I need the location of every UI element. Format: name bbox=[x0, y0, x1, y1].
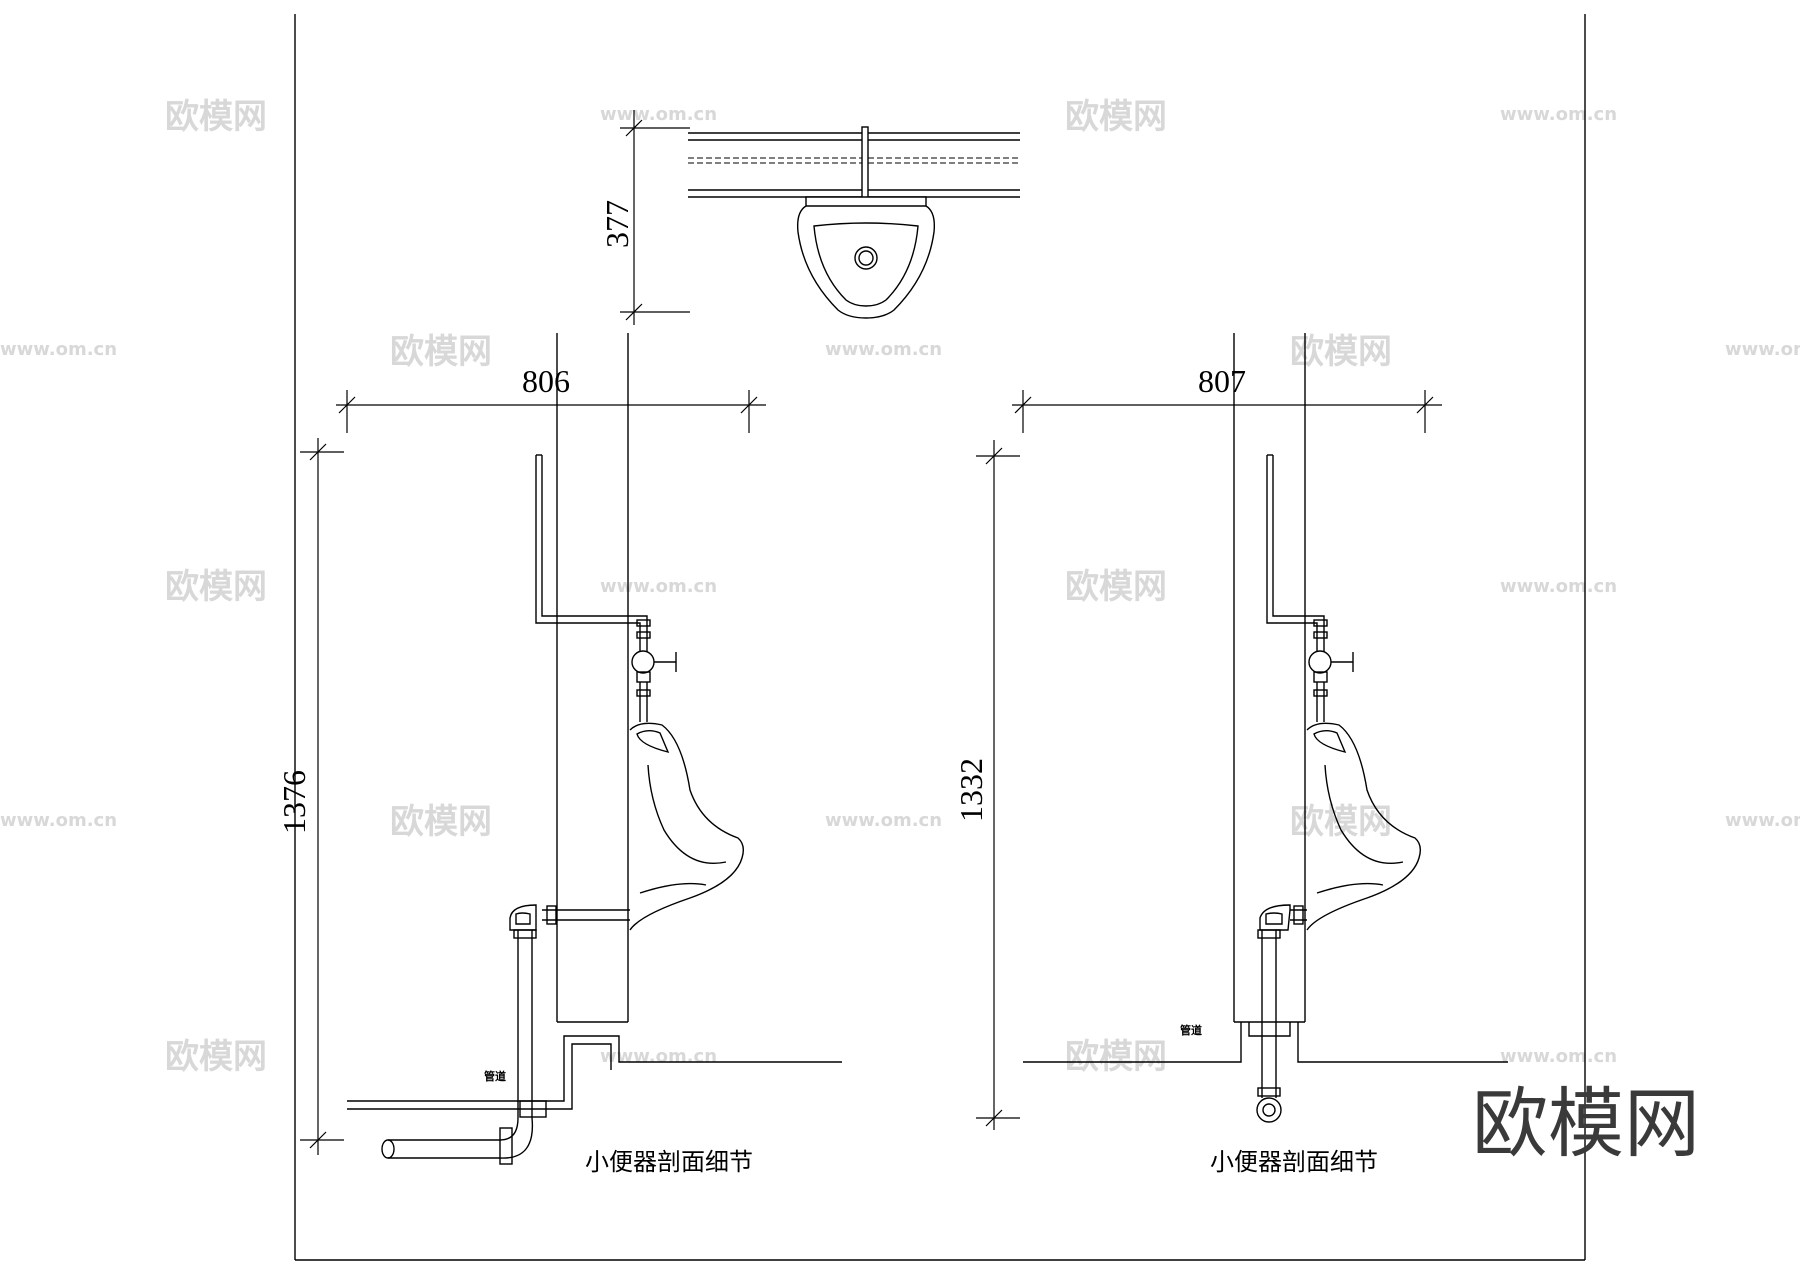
watermark-url: www.om.cn bbox=[0, 810, 117, 831]
plan-view bbox=[688, 126, 1020, 319]
dimension-1332 bbox=[976, 440, 1020, 1130]
watermark-url: www.om.cn bbox=[825, 339, 942, 360]
right-pipe-label: 管道 bbox=[1180, 1023, 1202, 1037]
watermark-url: www.om.cn bbox=[1725, 339, 1800, 360]
left-caption: 小便器剖面细节 bbox=[585, 1148, 753, 1176]
drawing-frame bbox=[294, 14, 1586, 1261]
right-caption: 小便器剖面细节 bbox=[1210, 1148, 1378, 1176]
watermark-url: www.om.cn bbox=[600, 576, 717, 597]
left-width-dimension-label: 806 bbox=[522, 363, 570, 399]
watermark-url: www.om.cn bbox=[1500, 104, 1617, 125]
watermark-url: www.om.cn bbox=[1500, 1046, 1617, 1067]
watermark-cn: 欧模网 bbox=[390, 332, 492, 372]
brand-logo: 欧模网 bbox=[1472, 1079, 1700, 1168]
watermark-cn: 欧模网 bbox=[1290, 802, 1392, 842]
watermark-cn: 欧模网 bbox=[1065, 97, 1167, 137]
watermark-cn: 欧模网 bbox=[1290, 332, 1392, 372]
watermark-url: www.om.cn bbox=[825, 810, 942, 831]
watermark-url: www.om.cn bbox=[600, 1046, 717, 1067]
watermark-layer: 欧模网 www.om.cn 欧模网 www.om.cn www.om.cn 欧模… bbox=[0, 97, 1800, 1077]
right-width-dimension-label: 807 bbox=[1198, 363, 1246, 399]
watermark-cn: 欧模网 bbox=[1065, 1037, 1167, 1077]
dimension-806 bbox=[336, 390, 766, 433]
watermark-cn: 欧模网 bbox=[165, 1037, 267, 1077]
watermark-cn: 欧模网 bbox=[165, 567, 267, 607]
watermark-cn: 欧模网 bbox=[165, 97, 267, 137]
watermark-url: www.om.cn bbox=[1500, 576, 1617, 597]
watermark-url: www.om.cn bbox=[1725, 810, 1800, 831]
watermark-url: www.om.cn bbox=[0, 339, 117, 360]
left-height-dimension-label: 1376 bbox=[276, 770, 312, 834]
watermark-cn: 欧模网 bbox=[1065, 567, 1167, 607]
left-section-drawing bbox=[347, 333, 842, 1165]
dimension-377 bbox=[620, 110, 690, 325]
watermark-cn: 欧模网 bbox=[390, 802, 492, 842]
dimension-1376 bbox=[300, 438, 344, 1155]
dimension-807 bbox=[1012, 390, 1442, 433]
watermark-url: www.om.cn bbox=[600, 104, 717, 125]
right-height-dimension-label: 1332 bbox=[953, 758, 989, 822]
left-pipe-label: 管道 bbox=[484, 1069, 506, 1083]
right-section-drawing bbox=[1023, 333, 1508, 1123]
depth-dimension-label: 377 bbox=[599, 200, 635, 248]
